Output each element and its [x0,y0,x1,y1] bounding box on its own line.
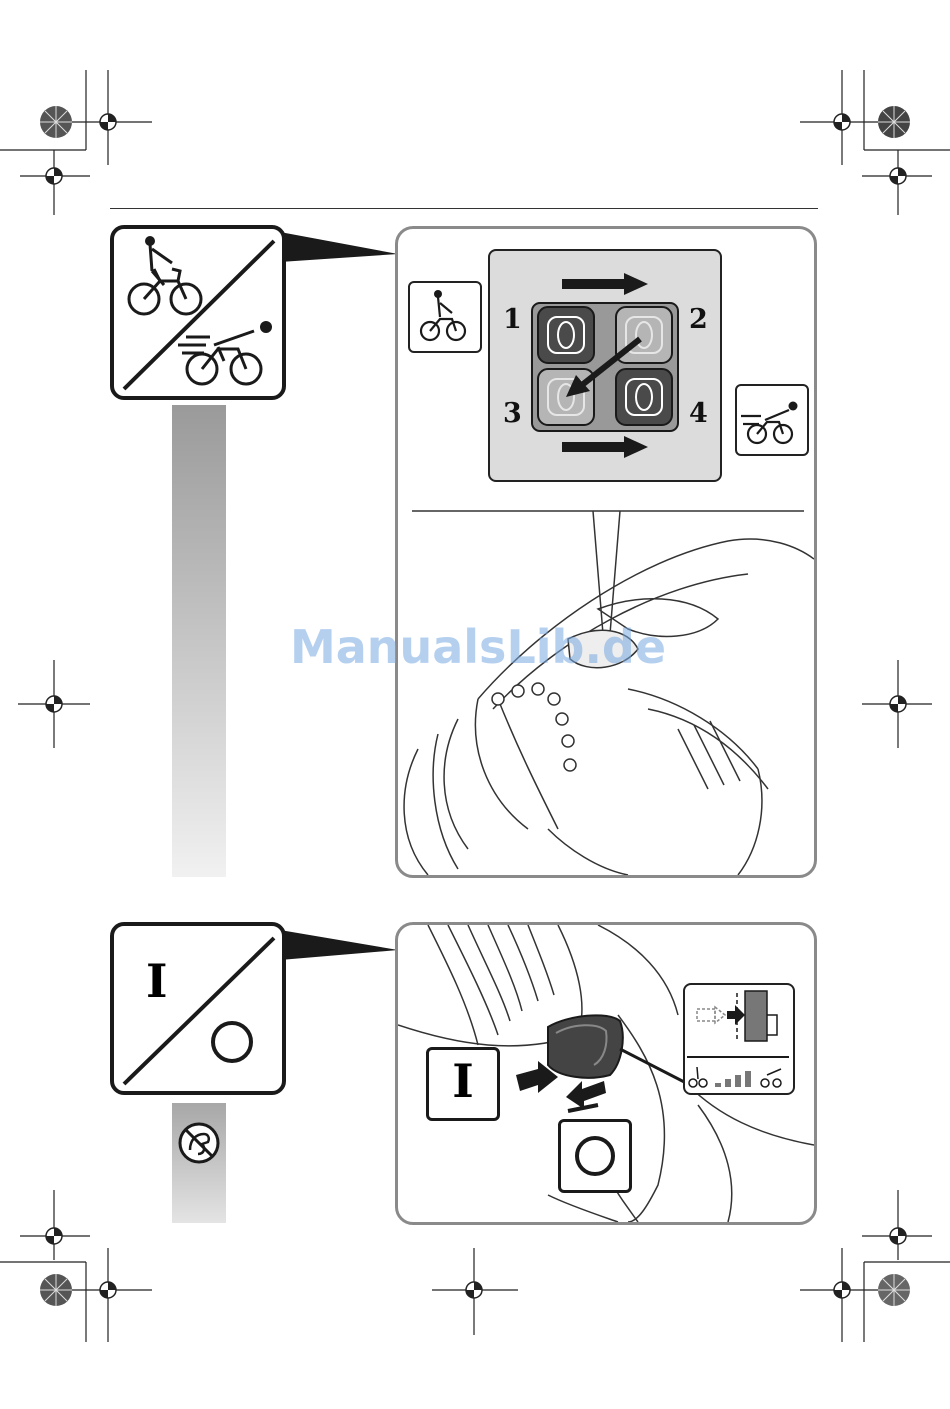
on-off-tile: I [110,922,286,1095]
slow-cyclist-icon [410,283,479,350]
step-label: 3 [503,400,522,427]
step-label: 1 [503,306,522,333]
step-label: 2 [689,306,708,333]
right-arrow-icon [562,273,652,295]
on-symbol: I [429,1058,497,1104]
no-touch-hand-icon [176,1120,222,1166]
right-arrow-icon [562,436,652,458]
speed-mode-tile [110,225,286,400]
on-off-switch-panel: I [395,922,817,1225]
header-rule [110,208,818,209]
battery-indicator-inset [683,983,795,1095]
step-label: 4 [689,400,708,427]
fast-speed-box [735,384,809,456]
on-symbol: I [146,958,168,1004]
tile-pointer [280,230,400,270]
fast-cyclist-icon [737,386,806,453]
on-off-symbol-icon [114,926,282,1091]
section-gradient-bar [172,405,226,877]
off-symbol-icon [561,1122,629,1190]
off-position-box [558,1119,632,1193]
slow-speed-box [408,281,482,353]
tile-pointer [280,928,400,968]
watermark: ManualsLib.de [288,620,668,674]
on-position-box: I [426,1047,500,1121]
speed-step-diagram [488,249,722,482]
battery-level-icon [685,985,792,1092]
slow-fast-cyclist-icon [114,229,282,396]
